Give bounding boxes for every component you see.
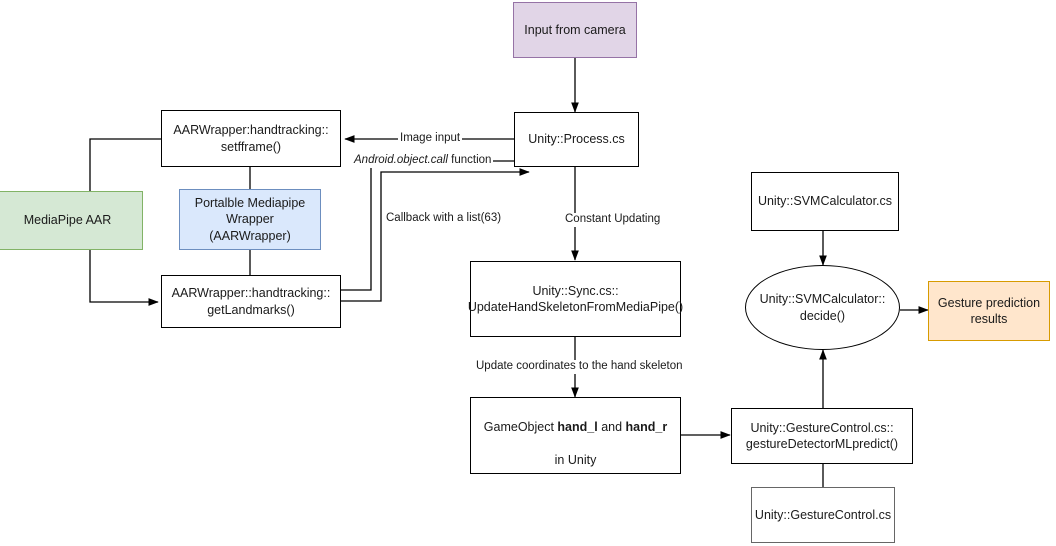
edge-label-text: Image input	[400, 132, 461, 144]
node-unity-svmcalculator-cs[interactable]: Unity::SVMCalculator.cs	[751, 172, 899, 231]
android-object-call-italic: Android.object.call	[354, 154, 448, 166]
node-portable-mediapipe-wrapper[interactable]: Portalble Mediapipe Wrapper (AARWrapper)	[179, 189, 321, 250]
edge-label-text: Update coordinates to the hand skeleton	[476, 360, 683, 372]
node-label: GameObject hand_l and hand_r in Unity	[484, 403, 667, 469]
edge-label-callback-list: Callback with a list(63)	[384, 212, 504, 226]
node-aarwrapper-setfframe[interactable]: AARWrapper:handtracking:: setfframe()	[161, 110, 341, 167]
node-gameobject-hands[interactable]: GameObject hand_l and hand_r in Unity	[470, 397, 681, 474]
node-label: Unity::Process.cs	[528, 132, 625, 147]
node-mediapipe-aar[interactable]: MediaPipe AAR	[0, 191, 143, 250]
node-label: AARWrapper::handtracking:: getLandmarks(…	[171, 286, 331, 317]
node-label: AARWrapper:handtracking:: setfframe()	[173, 123, 329, 154]
gameobject-hand-l: hand_l	[557, 420, 598, 434]
gameobject-prefix: GameObject	[483, 420, 558, 434]
node-svmcalculator-decide[interactable]: Unity::SVMCalculator:: decide()	[745, 265, 900, 350]
node-input-from-camera[interactable]: Input from camera	[513, 2, 637, 58]
node-unity-gesturecontrol-cs[interactable]: Unity::GestureControl.cs	[751, 487, 895, 543]
node-aarwrapper-getlandmarks[interactable]: AARWrapper::handtracking:: getLandmarks(…	[161, 275, 341, 328]
node-unity-process-cs[interactable]: Unity::Process.cs	[514, 112, 639, 167]
node-label: Unity::SVMCalculator:: decide()	[759, 292, 886, 323]
node-label: Portalble Mediapipe Wrapper (AARWrapper)	[194, 195, 306, 243]
node-gesture-prediction-results[interactable]: Gesture prediction results	[928, 281, 1050, 341]
edge-label-constant-updating: Constant Updating	[563, 213, 663, 227]
node-label: Unity::SVMCalculator.cs	[757, 194, 893, 209]
edge-label-update-coordinates: Update coordinates to the hand skeleton	[474, 360, 685, 374]
edge-label-image-input: Image input	[398, 132, 463, 146]
node-label: Unity::GestureControl.cs:: gestureDetect…	[745, 420, 899, 452]
node-label: Gesture prediction results	[937, 295, 1041, 327]
node-label: Unity::Sync.cs:: UpdateHandSkeletonFromM…	[467, 283, 684, 315]
edge-label-text: Callback with a list(63)	[386, 212, 502, 224]
node-label: Unity::GestureControl.cs	[754, 507, 892, 522]
node-unity-sync-cs[interactable]: Unity::Sync.cs:: UpdateHandSkeletonFromM…	[467, 261, 684, 337]
node-gesture-detector-ml-predict[interactable]: Unity::GestureControl.cs:: gestureDetect…	[731, 408, 913, 464]
node-label: MediaPipe AAR	[23, 213, 112, 228]
edge-label-text: Constant Updating	[565, 213, 661, 225]
gameobject-suffix: in Unity	[554, 453, 597, 467]
gameobject-mid: and	[597, 420, 626, 434]
node-label: Input from camera	[524, 22, 626, 37]
edge-label-android-object-call: Android.object.call function	[352, 154, 494, 168]
android-object-call-rest: function	[447, 154, 492, 166]
gameobject-hand-r: hand_r	[625, 420, 668, 434]
